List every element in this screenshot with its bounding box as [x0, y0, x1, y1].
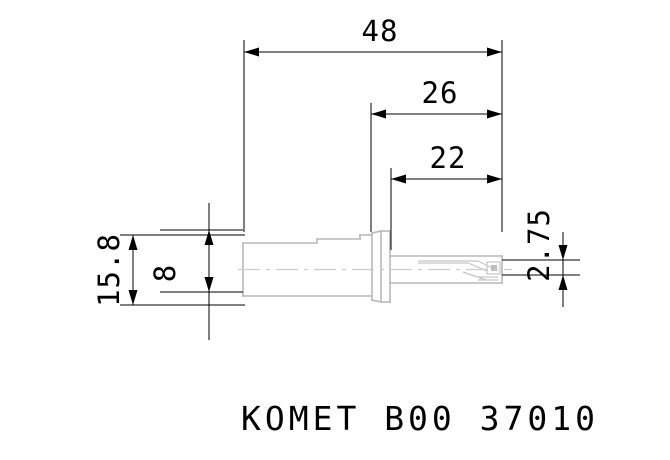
drill-body: [389, 255, 503, 284]
dimension-label-8: 8: [148, 264, 182, 282]
dimension-label-22: 22: [430, 141, 467, 175]
drill-shank: [242, 234, 373, 297]
drill-insert-pocket: [486, 261, 501, 275]
dimension-flute-length: 26: [370, 76, 503, 232]
dimension-label-26: 26: [422, 76, 459, 110]
dimension-label-2-75: 2.75: [522, 208, 556, 282]
dimension-body-length: 22: [390, 141, 503, 250]
dimension-label-15-8: 15.8: [92, 233, 126, 307]
dimension-shank-diameter: 15.8: [92, 233, 245, 307]
part-geometry: [238, 230, 512, 303]
dimension-tip-offset: 2.75: [502, 208, 580, 307]
dimension-label-48: 48: [362, 14, 399, 48]
drill-flange-collar: [371, 230, 391, 303]
drawing-caption: KOMET B00 37010: [241, 399, 599, 438]
dimension-overall-length: 48: [243, 14, 503, 232]
dimension-inner-diameter: 8: [148, 203, 243, 340]
